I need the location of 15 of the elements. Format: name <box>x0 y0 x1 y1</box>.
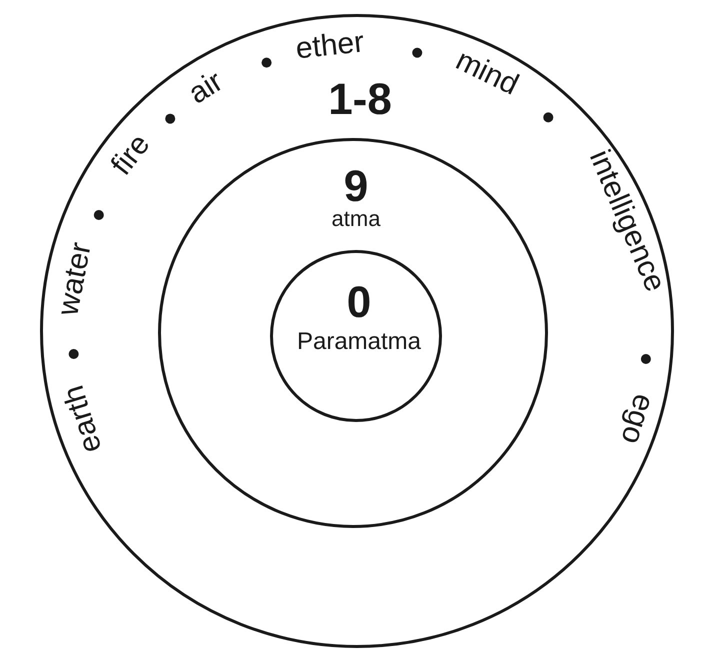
ring-word: fire <box>106 130 156 182</box>
ring-word: ether <box>294 27 366 64</box>
number-label: 1-8 <box>328 78 392 122</box>
outer-circle <box>40 14 674 648</box>
ring-word: water <box>54 240 98 318</box>
ring-word: air <box>184 66 228 110</box>
ring-word: mind <box>451 46 523 102</box>
name-label: atma <box>332 208 380 230</box>
number-label: 0 <box>346 281 372 325</box>
name-label: Paramatma <box>296 330 422 354</box>
middle-circle <box>158 138 548 528</box>
number-label: 9 <box>344 165 368 209</box>
ring-word: ego <box>616 390 659 448</box>
inner-circle <box>270 250 442 422</box>
ring-word: earth <box>58 382 107 456</box>
